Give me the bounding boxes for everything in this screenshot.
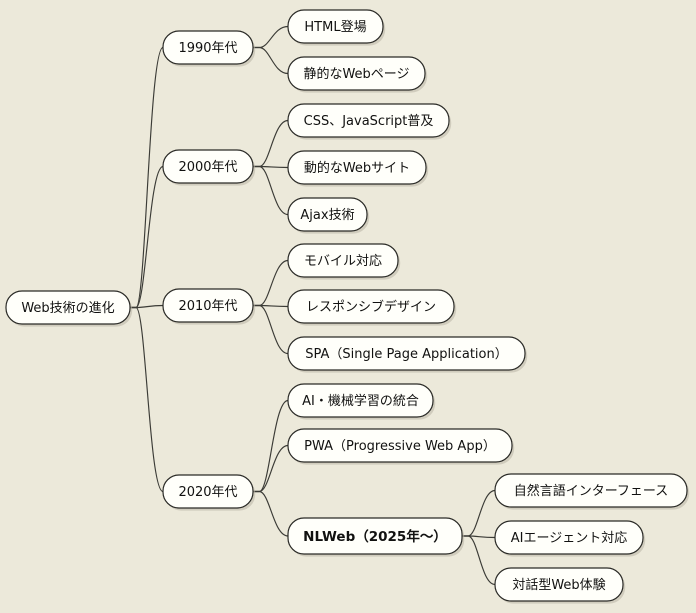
mindmap-node-l2c[interactable]: Ajax技術 — [287, 197, 370, 234]
node-box[interactable] — [287, 243, 399, 278]
mindmap-node-l2b[interactable]: 動的なWebサイト — [287, 150, 429, 187]
mindmap-node-l3c[interactable]: SPA（Single Page Application） — [287, 336, 528, 373]
mindmap-node-l4b[interactable]: PWA（Progressive Web App） — [287, 428, 515, 465]
node-label: 静的なWebページ — [303, 66, 409, 82]
edge-root-to-b2 — [130, 165, 164, 309]
mindmap-node-l3b[interactable]: レスポンシブデザイン — [287, 289, 457, 326]
mindmap-node-l1a[interactable]: HTML登場 — [287, 9, 386, 46]
node-label: 1990年代 — [178, 41, 237, 56]
mindmap-node-l4a[interactable]: AI・機械学習の統合 — [287, 383, 436, 420]
mindmap-node-b2[interactable]: 2000年代 — [162, 149, 256, 186]
node-label: 自然言語インターフェース — [514, 483, 669, 499]
node-label: 2020年代 — [178, 485, 237, 500]
node-label: SPA（Single Page Application） — [305, 347, 508, 362]
node-label: Web技術の進化 — [21, 301, 114, 316]
node-box[interactable] — [162, 474, 254, 509]
node-label: モバイル対応 — [304, 254, 382, 269]
edge-b2-to-l2a — [253, 119, 289, 168]
node-box[interactable] — [162, 149, 254, 184]
node-box[interactable] — [5, 290, 131, 325]
node-box[interactable] — [162, 288, 254, 323]
mindmap-node-n2[interactable]: AIエージェント対応 — [494, 520, 646, 557]
node-label: 2010年代 — [178, 299, 237, 314]
mindmap-node-l2a[interactable]: CSS、JavaScript普及 — [287, 103, 452, 140]
mindmap-node-n3[interactable]: 対話型Web体験 — [494, 567, 626, 604]
node-label: CSS、JavaScript普及 — [304, 114, 434, 129]
mindmap-node-l4c[interactable]: NLWeb（2025年〜） — [287, 517, 465, 557]
node-label: AIエージェント対応 — [511, 531, 627, 546]
node-box[interactable] — [287, 383, 434, 418]
mindmap-node-b1[interactable]: 1990年代 — [162, 30, 256, 67]
node-label: NLWeb（2025年〜） — [303, 528, 447, 545]
node-box[interactable] — [494, 567, 624, 602]
edge-l4c-to-n1 — [462, 489, 496, 537]
edge-group — [130, 25, 496, 586]
node-box[interactable] — [287, 289, 455, 324]
edge-b4-to-l4a — [253, 399, 289, 493]
node-box[interactable] — [162, 30, 254, 65]
mindmap-node-b3[interactable]: 2010年代 — [162, 288, 256, 325]
node-group: Web技術の進化 1990年代 2000年代 2010年代 2020年代 HTML登場静的… — [5, 9, 690, 604]
edge-l4c-to-n3 — [462, 535, 496, 586]
mindmap-node-l3a[interactable]: モバイル対応 — [287, 243, 401, 280]
node-box[interactable] — [287, 428, 513, 463]
node-label: 2000年代 — [178, 160, 237, 175]
node-label: 対話型Web体験 — [512, 577, 605, 593]
node-box[interactable] — [287, 150, 427, 185]
edge-root-to-b4 — [130, 306, 164, 493]
node-box[interactable] — [287, 9, 384, 44]
node-box[interactable] — [494, 520, 644, 555]
node-box[interactable] — [287, 197, 368, 232]
mindmap-node-l1b[interactable]: 静的なWebページ — [287, 56, 428, 93]
node-label: HTML登場 — [304, 20, 366, 35]
node-box[interactable] — [287, 336, 526, 371]
mindmap-node-root[interactable]: Web技術の進化 — [5, 290, 133, 327]
node-label: Ajax技術 — [300, 208, 354, 223]
node-label: PWA（Progressive Web App） — [304, 439, 496, 454]
node-label: AI・機械学習の統合 — [302, 393, 419, 409]
mindmap-node-b4[interactable]: 2020年代 — [162, 474, 256, 511]
edge-root-to-b1 — [130, 46, 164, 309]
node-box[interactable] — [287, 517, 463, 555]
edge-b3-to-l3a — [253, 259, 289, 307]
node-box[interactable] — [494, 473, 688, 508]
node-label: 動的なWebサイト — [304, 160, 410, 176]
node-box[interactable] — [287, 103, 450, 138]
edge-b1-to-l1b — [253, 46, 289, 75]
edge-b3-to-l3c — [253, 304, 289, 355]
node-box[interactable] — [287, 56, 426, 91]
node-label: レスポンシブデザイン — [306, 299, 436, 315]
edge-b2-to-l2c — [253, 165, 289, 216]
mindmap-node-n1[interactable]: 自然言語インターフェース — [494, 473, 690, 510]
edge-b1-to-l1a — [253, 25, 289, 49]
edge-b4-to-l4c — [253, 490, 289, 537]
